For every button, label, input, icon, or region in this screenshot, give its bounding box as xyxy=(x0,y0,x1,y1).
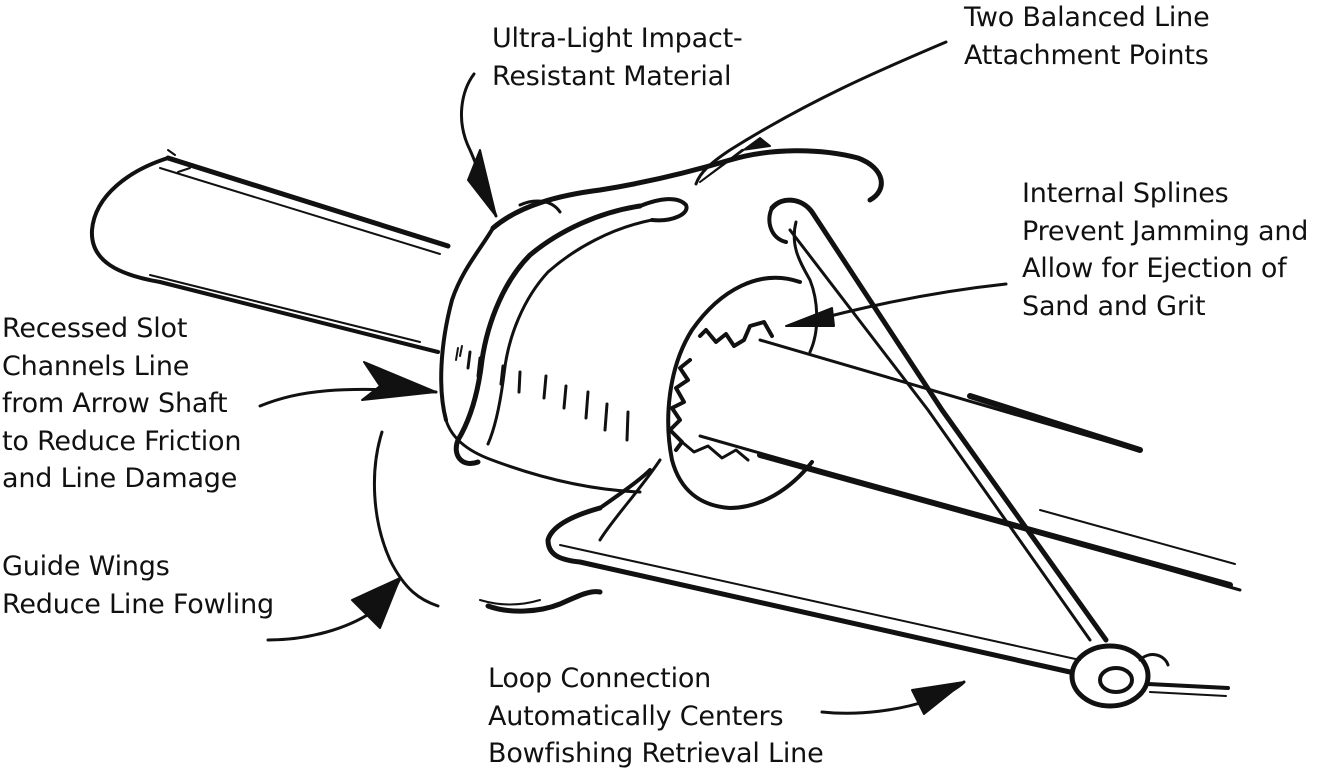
leader-splines xyxy=(785,282,1008,327)
callout-loop-line: Bowfishing Retrieval Line xyxy=(488,738,824,769)
swivel-connector xyxy=(1069,643,1230,709)
leader-loop xyxy=(820,680,966,715)
callout-slot-line: Channels Line xyxy=(2,350,190,382)
callout-slot-line: and Line Damage xyxy=(2,463,238,494)
callout-loop-line: Loop Connection xyxy=(488,663,712,694)
callout-internal-splines: Internal Splines Prevent Jamming and All… xyxy=(1022,175,1308,325)
callout-slot-line: Recessed Slot xyxy=(2,313,188,344)
loop-connection-arm xyxy=(545,458,1081,675)
callout-slot-line: to Reduce Friction xyxy=(2,425,242,457)
slide-front-face xyxy=(666,275,814,510)
callout-splines-line: Allow for Ejection of xyxy=(1022,253,1287,284)
callout-splines-line: Prevent Jamming and xyxy=(1022,215,1309,247)
leader-wings xyxy=(266,576,402,642)
callout-wings-line: Guide Wings xyxy=(2,551,170,582)
callout-material: Ultra-Light Impact- Resistant Material xyxy=(492,20,743,95)
callout-recessed-slot: Recessed Slot Channels Line from Arrow S… xyxy=(2,310,241,498)
callout-material-line: Resistant Material xyxy=(492,60,732,92)
callout-splines-line: Sand and Grit xyxy=(1022,290,1206,322)
slide-body xyxy=(439,148,884,494)
callout-attachment-points: Two Balanced Line Attachment Points xyxy=(964,0,1210,74)
callout-wings-line: Reduce Line Fowling xyxy=(2,588,274,620)
callout-attachment-line: Two Balanced Line xyxy=(964,2,1210,33)
leader-material xyxy=(459,72,498,218)
arrow-shaft-rear xyxy=(89,149,451,354)
leader-slot xyxy=(258,361,438,408)
arrow-shaft-front xyxy=(698,338,1242,592)
callout-loop-connection: Loop Connection Automatically Centers Bo… xyxy=(488,660,824,773)
guide-wing xyxy=(372,430,603,614)
callout-material-line: Ultra-Light Impact- xyxy=(492,23,743,54)
callout-splines-line: Internal Splines xyxy=(1022,178,1229,209)
callout-slot-line: from Arrow Shaft xyxy=(2,388,228,419)
callout-guide-wings: Guide Wings Reduce Line Fowling xyxy=(2,548,274,623)
callout-attachment-line: Attachment Points xyxy=(964,39,1209,71)
leader-attachment xyxy=(694,40,948,186)
attachment-arm xyxy=(767,197,1109,643)
callout-loop-line: Automatically Centers xyxy=(488,700,784,732)
